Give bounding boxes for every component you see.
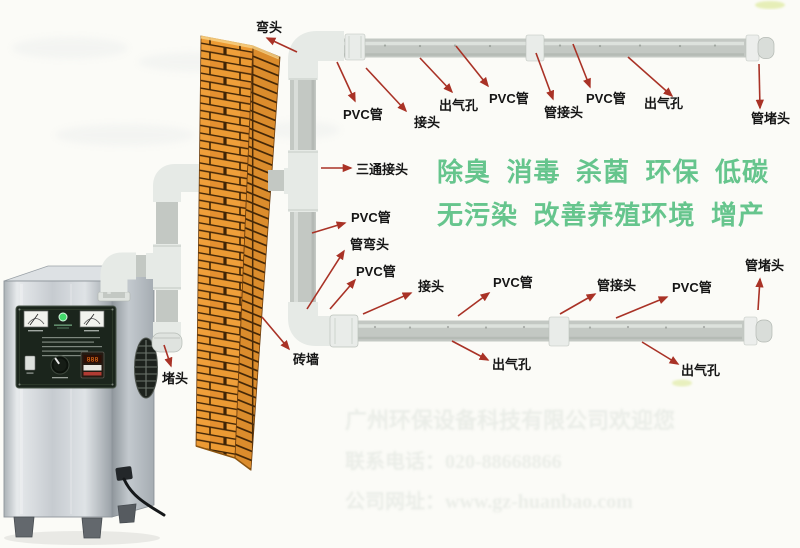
right-pipework bbox=[268, 31, 775, 348]
end-cap-plug bbox=[151, 332, 183, 353]
led-caption-line bbox=[54, 324, 72, 326]
arrow-plug bbox=[163, 344, 173, 368]
label-plug: 堵头 bbox=[162, 371, 188, 386]
led-caption-line bbox=[57, 327, 69, 329]
callout-labels: 弯头 PVC管 接头 出气孔 PVC管 管接头 PVC管 出气孔 管堵头 三通接… bbox=[162, 20, 790, 386]
wall-bottom-edge bbox=[195, 445, 252, 471]
label-air-outlet-top-2: 出气孔 bbox=[644, 96, 683, 111]
arrow-pipe-plug-bottom bbox=[755, 277, 764, 311]
arrow-elbow bbox=[265, 37, 298, 53]
label-pvc-pipe-mid: PVC管 bbox=[356, 264, 396, 279]
elbow-fitting-bottom bbox=[288, 302, 334, 346]
elbow-fitting-top bbox=[288, 31, 344, 80]
arrow-pvc-pipe-bottom-1 bbox=[457, 292, 491, 317]
artifact-smudge bbox=[672, 379, 692, 387]
coupling-bottom-mid bbox=[548, 316, 570, 347]
counter-digits: 888 bbox=[87, 356, 99, 364]
spec-text-lines bbox=[42, 337, 102, 357]
promo-line-2: 无污染 改善养殖环境 增产 bbox=[437, 200, 765, 230]
label-joint-bottom: 接头 bbox=[418, 279, 444, 294]
arrow-brick-wall bbox=[261, 316, 291, 351]
label-pvc-pipe-top-1: PVC管 bbox=[343, 107, 383, 122]
arrow-air-outlet-top-1 bbox=[419, 57, 454, 94]
arrow-joint-top bbox=[365, 67, 408, 113]
label-pvc-pipe-bottom-1: PVC管 bbox=[493, 275, 533, 290]
arrow-pipe-joint-bottom bbox=[559, 293, 597, 315]
arrow-pvc-pipe-top-1 bbox=[336, 61, 356, 103]
label-pvc-pipe-bottom-2: PVC管 bbox=[672, 280, 712, 295]
power-led bbox=[58, 312, 68, 322]
knob-caption-line bbox=[52, 377, 68, 379]
label-brick-wall: 砖墙 bbox=[293, 352, 319, 367]
power-cable bbox=[122, 477, 166, 517]
label-pvc-pipe-top-3: PVC管 bbox=[586, 91, 626, 106]
digital-counter: 888 bbox=[80, 351, 105, 379]
ozone-generator-machine: 888 bbox=[3, 265, 166, 545]
control-panel: 888 bbox=[15, 305, 117, 389]
end-cap-bottom-right bbox=[743, 316, 773, 346]
coupling-after-bottom-elbow bbox=[329, 314, 359, 348]
arrow-pipe-joint-top bbox=[535, 52, 555, 101]
label-pipe-plug-bottom: 管堵头 bbox=[745, 258, 784, 273]
elbow-fitting-upper bbox=[153, 164, 212, 202]
label-pipe-joint-bottom: 管接头 bbox=[597, 278, 636, 293]
arrow-air-outlet-bottom-1 bbox=[451, 340, 490, 361]
arrow-pvc-pipe-top-3 bbox=[572, 43, 591, 89]
junction-box bbox=[115, 466, 133, 481]
arrow-pipe-plug-top bbox=[755, 63, 764, 110]
label-tee-joint: 三通接头 bbox=[356, 162, 408, 177]
left-gauge bbox=[23, 310, 49, 332]
arrow-pipe-elbow bbox=[306, 249, 345, 310]
arrow-air-outlet-bottom-2 bbox=[641, 341, 680, 365]
arrow-pvc-pipe-bottom-2 bbox=[615, 296, 669, 319]
end-cap-top-right bbox=[745, 34, 775, 62]
label-air-outlet-top-1: 出气孔 bbox=[439, 98, 478, 113]
arrow-pvc-pipe-mid bbox=[329, 278, 357, 310]
watermark-line-2: 联系电话：020-88668866 bbox=[345, 450, 562, 473]
label-elbow: 弯头 bbox=[256, 20, 282, 35]
arrow-joint-bottom bbox=[362, 292, 413, 315]
watermark-line-3: 公司网址：www.gz-huanbao.com bbox=[345, 490, 633, 513]
label-pipe-joint-top: 管接头 bbox=[544, 105, 583, 120]
promo-line-1: 除臭 消毒 杀菌 环保 低碳 bbox=[437, 157, 769, 187]
label-air-outlet-bottom-1: 出气孔 bbox=[492, 357, 531, 372]
elbow-fitting bbox=[100, 252, 136, 292]
air-outlet-holes bbox=[373, 44, 717, 329]
label-air-outlet-bottom-2: 出气孔 bbox=[681, 363, 720, 378]
right-gauge bbox=[79, 310, 105, 332]
brick-wall bbox=[195, 35, 281, 471]
watermark: 广州环保设备科技有限公司欢迎您 联系电话：020-88668866 公司网址：w… bbox=[345, 408, 675, 513]
machine-shadow bbox=[4, 531, 160, 545]
brushed-highlight bbox=[70, 284, 72, 514]
artifact-smudge bbox=[755, 1, 785, 9]
label-joint-top: 接头 bbox=[414, 115, 440, 130]
switch-caption-line bbox=[26, 372, 34, 374]
left-pipework bbox=[97, 164, 212, 353]
wall-top-highlight bbox=[200, 35, 280, 60]
coupling-after-top-elbow bbox=[344, 33, 366, 61]
power-switch[interactable] bbox=[24, 355, 36, 371]
arrow-pvc-pipe-top-2 bbox=[455, 45, 489, 88]
arrow-air-outlet-top-2 bbox=[627, 56, 674, 98]
label-pipe-elbow: 管弯头 bbox=[350, 237, 389, 252]
label-pvc-pipe-top-2: PVC管 bbox=[489, 91, 529, 106]
machine-feet bbox=[13, 503, 137, 539]
callout-arrows bbox=[163, 37, 764, 368]
label-pipe-plug-top: 管堵头 bbox=[751, 111, 790, 126]
coupling-top-mid bbox=[525, 34, 545, 62]
arrow-pvc-pipe-vertical bbox=[311, 221, 347, 234]
adjust-knob[interactable] bbox=[50, 355, 70, 375]
label-pvc-pipe-vertical: PVC管 bbox=[351, 210, 391, 225]
watermark-line-1: 广州环保设备科技有限公司欢迎您 bbox=[345, 408, 675, 433]
brushed-highlight bbox=[20, 284, 23, 514]
